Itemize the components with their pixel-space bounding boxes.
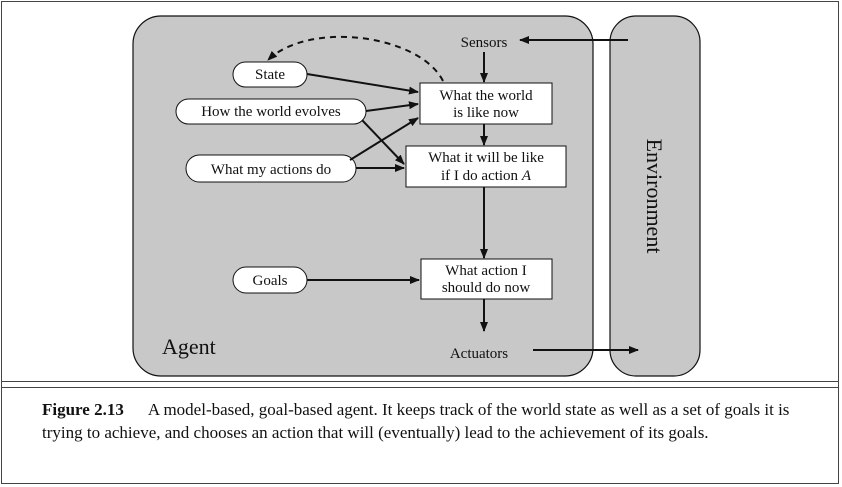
- arrow-actions-to-world-now: [349, 117, 419, 161]
- state-label: State: [255, 67, 285, 83]
- will-be-line2: if I do action A: [441, 168, 532, 184]
- world-evolves-oval: How the world evolves: [175, 98, 367, 125]
- figure-caption-text: A model-based, goal-based agent. It keep…: [42, 400, 790, 442]
- will-be-line2-text: if I do action: [441, 168, 519, 184]
- environment-label: Environment: [642, 139, 667, 254]
- world-now-line2: is like now: [453, 105, 519, 121]
- arrow-evolves-to-world-now: [365, 101, 419, 112]
- figure-label: Figure 2.13: [42, 400, 124, 419]
- agent-box: [132, 15, 594, 377]
- action-line2: should do now: [442, 280, 531, 296]
- caption-divider-top: [1, 381, 839, 382]
- goals-label: Goals: [253, 273, 288, 289]
- will-be-line1: What it will be like: [428, 150, 544, 166]
- will-be-box: What it will be like if I do action A: [405, 145, 567, 188]
- world-now-box: What the world is like now: [419, 82, 553, 125]
- caption-divider-bottom: [1, 387, 839, 388]
- actions-do-oval: What my actions do: [185, 154, 357, 183]
- will-be-action-var: A: [521, 168, 532, 184]
- action-box: What action I should do now: [420, 258, 553, 300]
- agent-diagram: Environment Agent Sensors Actuators Stat…: [132, 15, 701, 377]
- world-now-line1: What the world: [439, 88, 533, 104]
- world-evolves-label: How the world evolves: [201, 104, 341, 120]
- agent-label: Agent: [162, 334, 216, 359]
- actions-do-label: What my actions do: [211, 162, 331, 178]
- state-oval: State: [232, 61, 308, 88]
- goals-oval: Goals: [232, 266, 308, 294]
- arrow-state-to-world-now: [306, 73, 419, 95]
- arrow-evolves-to-will-be: [361, 119, 405, 165]
- environment-box: [609, 15, 701, 377]
- sensors-label: Sensors: [461, 35, 508, 51]
- action-line1: What action I: [445, 263, 527, 279]
- actuators-label: Actuators: [450, 346, 508, 362]
